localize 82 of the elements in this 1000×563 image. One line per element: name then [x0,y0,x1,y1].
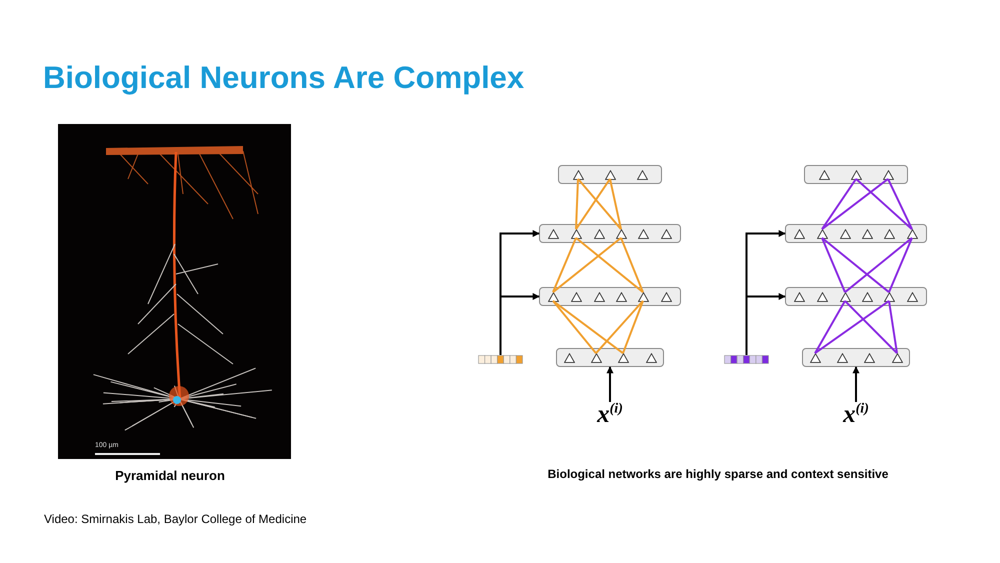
connection-line [575,178,611,230]
neuron-triangle [836,352,848,362]
connection-line [575,237,644,293]
neuron-triangle [864,352,874,362]
connection-line [552,238,577,293]
context-vector [724,355,769,364]
neuron-triangle [570,228,582,238]
connection-line [575,178,579,230]
neuron-triangle [548,292,558,302]
neuron-triangle [638,228,648,238]
connection-line [821,178,857,230]
neuron-triangle [590,352,602,362]
image-caption: Pyramidal neuron [114,468,226,483]
neuron-triangle [638,292,648,302]
slide-title: Biological Neurons Are Complex [43,60,524,96]
connection-line [814,300,890,354]
neuron-triangle [636,170,648,180]
layer-bar [556,348,664,367]
neuron-triangle [818,170,830,180]
neuron-triangle [594,228,604,238]
neuron-triangle [618,352,628,362]
neuron-triangle [594,292,604,302]
neuron-triangle [572,170,584,180]
neuron-triangle [884,228,894,238]
neuron-triangle [616,292,626,302]
connection-line [821,238,846,293]
layer-bar [785,287,927,306]
connection-line [888,300,898,354]
neuron-triangle [906,228,918,238]
neuron-triangle [840,292,850,302]
neuron-triangle [816,228,828,238]
arrow [746,293,786,355]
neuron-triangle [840,228,850,238]
connection-line [814,300,846,354]
neuron-triangle [570,292,582,302]
layer-bar [558,165,662,184]
input-variable-label: x$^{(i)}$ [834,402,878,432]
arrow [852,366,860,402]
neuron-triangle [548,228,558,238]
connection-line [855,178,913,230]
neuron-triangle [882,170,894,180]
input-variable-label: x$^{(i)}$ [588,402,632,432]
figure-caption: Biological networks are highly sparse and context sensitive [546,467,890,481]
arrow [500,293,540,355]
layer-bar [785,224,927,243]
neuron-triangle [906,292,918,302]
connection-line [821,178,889,230]
connection-line [887,178,913,230]
source-note: Video: Smirnakis Lab, Baylor College of Medicine [44,512,307,526]
neuron-triangle [616,228,626,238]
context-vector [478,355,523,364]
connection-line [821,237,890,293]
neuron-triangle [794,292,804,302]
connection-line [844,300,898,354]
layer-bar [804,165,908,184]
connection-line [620,238,644,293]
neuron-triangle [816,292,828,302]
neuron-triangle [810,352,820,362]
neuron-triangle [646,352,656,362]
connection-line [622,300,644,354]
connection-line [595,300,644,354]
connection-line [552,237,622,293]
neuron-triangle [850,170,862,180]
layer-bar [802,348,910,367]
connection-line [577,178,622,230]
neuron-triangle [862,228,872,238]
connection-line [552,300,624,354]
connection-line [609,178,622,230]
neuron-triangle [892,352,902,362]
layer-bar [539,224,681,243]
neuron-triangle [884,292,894,302]
arrow [606,366,614,402]
layer-bar [539,287,681,306]
connection-line [844,237,913,293]
neuron-triangle [604,170,616,180]
neuron-triangle [660,228,672,238]
neuron-triangle [794,228,804,238]
neuron-triangle [862,292,872,302]
neuron-triangle [564,352,574,362]
connection-line [552,300,597,354]
connection-line [888,238,913,293]
neuron-triangle [660,292,672,302]
